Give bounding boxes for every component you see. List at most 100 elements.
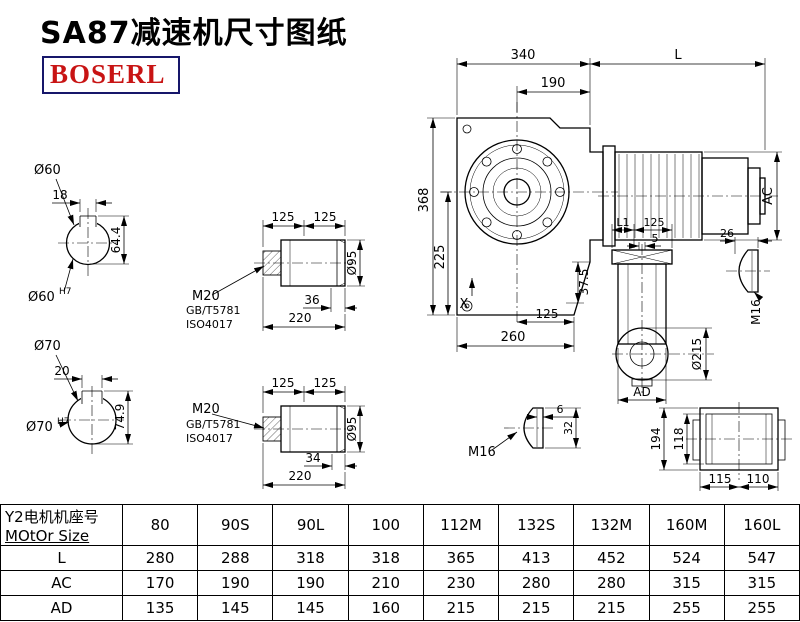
cell-L-90S: 288 (197, 545, 274, 571)
cell-AD-90S: 145 (197, 595, 274, 621)
standard-iso-label: ISO4017 (186, 318, 233, 331)
dim-125-right: 125 (314, 376, 337, 390)
thread-M20-label: M20 (192, 289, 220, 304)
gearbox-side-view: L1 125 5 Ø215 AD (611, 216, 772, 404)
column-header-132S: 132S (498, 504, 575, 546)
output-shaft-detail-lower: 125 125 M20 GB/T5781 ISO4017 34 220 (186, 376, 365, 489)
tolerance-60-sup: H7 (59, 287, 72, 297)
dim-36-label: 36 (304, 293, 319, 307)
output-shaft-detail-upper: 125 125 M20 GB/T5781 ISO4017 36 220 (186, 210, 365, 331)
dim-125-left: 125 (272, 210, 295, 224)
label-diameter-70: Ø70 (34, 339, 61, 354)
dim-110-label: 110 (747, 472, 770, 486)
cell-AC-112M: 230 (422, 570, 500, 596)
column-header-100: 100 (347, 504, 424, 546)
cell-L-160L: 547 (723, 545, 800, 571)
label-X: X (460, 297, 469, 312)
dim-6-label: 6 (557, 403, 564, 416)
row-label-L: L (0, 545, 123, 571)
page-title: SA87减速机尺寸图纸 (40, 16, 348, 51)
dim-220-label: 220 (289, 469, 312, 483)
standard-gb-label: GB/T5781 (186, 418, 241, 431)
dim-340-label: 340 (511, 48, 536, 63)
dim-125-label: 125 (644, 216, 665, 229)
column-header-160M: 160M (648, 504, 725, 546)
row-label-AC: AC (0, 570, 123, 596)
column-header-80: 80 (121, 504, 199, 546)
m16-plug-shape (523, 407, 544, 449)
dim-34-label: 34 (305, 451, 320, 465)
cell-AC-160M: 315 (648, 570, 725, 596)
dim-190-label: 190 (541, 76, 566, 91)
dim-225-label: 225 (433, 245, 448, 270)
cell-AC-80: 170 (121, 570, 199, 596)
cell-L-90L: 318 (272, 545, 349, 571)
dim-26-label: 26 (720, 227, 734, 240)
dim-95-label: Ø95 (345, 251, 359, 276)
dim-37-5-label: 37.5 (577, 269, 591, 296)
dim-220-label: 220 (289, 311, 312, 325)
cell-AD-90L: 145 (272, 595, 349, 621)
m16-plug-detail: 6 32 M16 (468, 403, 581, 460)
dim-L-label: L (674, 48, 682, 63)
cell-AC-100: 210 (347, 570, 424, 596)
dim-key-width-18: 18 (52, 188, 67, 202)
dim-118-label: 118 (672, 428, 686, 451)
table-row-AC: AC 170 190 190 210 230 280 280 315 315 (0, 570, 800, 596)
cell-L-132M: 452 (573, 545, 650, 571)
cell-AD-80: 135 (121, 595, 199, 621)
cell-AD-132M: 215 (573, 595, 650, 621)
technical-drawing: 340 L 190 368 225 (26, 48, 792, 491)
cell-L-100: 318 (347, 545, 424, 571)
cell-AC-90L: 190 (272, 570, 349, 596)
thread-M16-label: M16 (468, 445, 496, 460)
shaft-60-section-view: Ø60 18 64.4 Ø60 H7 (28, 163, 129, 305)
table-header-row: Y2电机机座号 MOtOr Size 80 90S 90L 100 112M 1… (0, 504, 800, 546)
table-row-AD: AD 135 145 145 160 215 215 215 255 255 (0, 595, 800, 621)
motor-side-view (598, 145, 778, 247)
row-label-AD: AD (0, 595, 123, 621)
dim-key-width-20: 20 (54, 364, 69, 378)
dim-32-label: 32 (562, 421, 575, 435)
cell-AC-132S: 280 (498, 570, 575, 596)
tolerance-60-base: Ø60 (28, 290, 55, 305)
cell-L-132S: 413 (498, 545, 575, 571)
cell-AD-160L: 255 (723, 595, 800, 621)
standard-iso-label: ISO4017 (186, 432, 233, 445)
dim-115-label: 115 (709, 472, 732, 486)
dim-key-height-74-9: 74.9 (113, 404, 127, 431)
dim-AC-label: AC (761, 187, 776, 205)
cell-L-80: 280 (121, 545, 199, 571)
dim-194-label: 194 (649, 428, 663, 451)
tolerance-70-base: Ø70 (26, 420, 53, 435)
dim-125-right: 125 (314, 210, 337, 224)
gearbox-rear-view: 194 118 115 110 (649, 402, 792, 491)
cell-AD-112M: 215 (422, 595, 500, 621)
brand-logo: BOSERL (42, 56, 180, 94)
main-assembly-view: 340 L 190 368 225 (417, 48, 782, 352)
standard-gb-label: GB/T5781 (186, 304, 241, 317)
column-header-160L: 160L (723, 504, 800, 546)
table-row-L: L 280 288 318 318 365 413 452 524 547 (0, 545, 800, 571)
dim-5-label: 5 (652, 232, 659, 245)
thread-M20-label: M20 (192, 402, 220, 417)
cell-AC-90S: 190 (197, 570, 274, 596)
cell-L-160M: 524 (648, 545, 725, 571)
dim-368-label: 368 (417, 188, 432, 213)
thread-M16-label: M16 (749, 299, 763, 325)
column-header-112M: 112M (422, 504, 500, 546)
dim-260-label: 260 (501, 330, 526, 345)
cell-AD-132S: 215 (498, 595, 575, 621)
cell-AC-132M: 280 (573, 570, 650, 596)
dim-95-label: Ø95 (345, 417, 359, 442)
dim-125-left: 125 (272, 376, 295, 390)
column-header-132M: 132M (573, 504, 650, 546)
dim-key-height-64-4: 64.4 (109, 227, 123, 254)
label-diameter-60: Ø60 (34, 163, 61, 178)
cell-AD-100: 160 (347, 595, 424, 621)
shaft-70-section-view: Ø70 20 74.9 Ø70 H7 (26, 339, 133, 456)
m16-plug-shape (738, 249, 759, 293)
dim-AD-label: AD (633, 385, 650, 399)
cell-AD-160M: 255 (648, 595, 725, 621)
column-header-90L: 90L (272, 504, 349, 546)
